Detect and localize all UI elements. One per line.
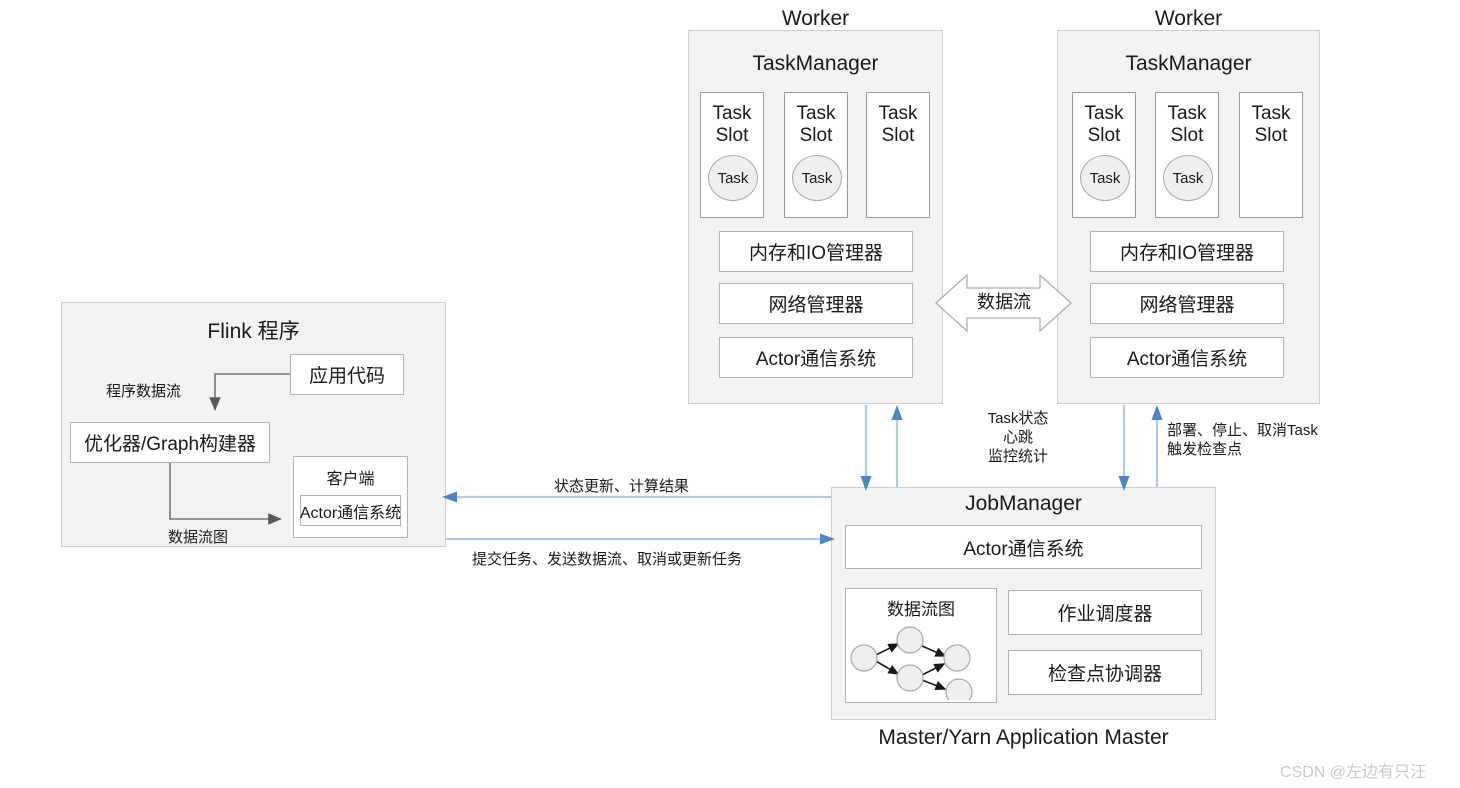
worker-1-task-slot-1[interactable]: Task Slot Task — [700, 92, 764, 218]
application-code-label: 应用代码 — [308, 366, 385, 387]
dataflow-between-workers-label: 数据流 — [977, 292, 1031, 312]
task-slot-label: Task Slot — [878, 103, 918, 146]
worker-1-task-2[interactable]: Task — [792, 155, 842, 201]
client-box[interactable]: 客户端 Actor通信系统 — [293, 456, 408, 538]
worker-1-actor-system[interactable]: Actor通信系统 — [719, 337, 913, 378]
worker-2-network-manager-label: 网络管理器 — [1139, 295, 1235, 316]
client-actor-system-box[interactable]: Actor通信系统 — [300, 495, 401, 526]
worker-1-task-slot-3[interactable]: Task Slot — [866, 92, 930, 218]
dataflow-graph-edge-label: 数据流图 — [168, 529, 229, 546]
status-update-label: 状态更新、计算结果 — [554, 478, 690, 495]
worker-2-actor-system[interactable]: Actor通信系统 — [1090, 337, 1284, 378]
task-slot-label: Task Slot — [1167, 103, 1207, 146]
application-code-box[interactable]: 应用代码 — [290, 354, 404, 395]
dataflow-graph-illustration — [850, 626, 973, 700]
worker-2-task-slot-1[interactable]: Task Slot Task — [1072, 92, 1136, 218]
worker-2-task-slot-3[interactable]: Task Slot — [1239, 92, 1303, 218]
worker-1-memory-io-manager-label: 内存和IO管理器 — [748, 243, 884, 264]
task-status-label: Task状态 心跳 监控统计 — [987, 410, 1049, 465]
deploy-task-label: 部署、停止、取消Task 触发检查点 — [1167, 422, 1318, 458]
jobmanager-footer-caption: Master/Yarn Application Master — [878, 726, 1169, 749]
checkpoint-coordinator-box[interactable]: 检查点协调器 — [1008, 650, 1202, 695]
jobmanager-actor-system-box[interactable]: Actor通信系统 — [845, 525, 1202, 569]
worker-1-memory-io-manager[interactable]: 内存和IO管理器 — [719, 231, 913, 272]
flink-program-title: Flink 程序 — [207, 320, 300, 343]
task-slot-label: Task Slot — [1084, 103, 1124, 146]
checkpoint-coordinator-label: 检查点协调器 — [1047, 664, 1162, 685]
worker-1-network-manager-label: 网络管理器 — [768, 295, 864, 316]
job-scheduler-label: 作业调度器 — [1057, 604, 1153, 625]
worker-2-actor-system-label: Actor通信系统 — [1126, 349, 1248, 370]
worker-2-task-2[interactable]: Task — [1163, 155, 1213, 201]
worker-2-memory-io-manager-label: 内存和IO管理器 — [1119, 243, 1255, 264]
optimizer-graph-builder-box[interactable]: 优化器/Graph构建器 — [70, 422, 270, 463]
jobmanager-dataflow-graph-box[interactable]: 数据流图 — [845, 588, 997, 703]
edge-jobmanager-to-worker1-up — [891, 405, 903, 487]
task-slot-label: Task Slot — [1251, 103, 1291, 146]
program-dataflow-label: 程序数据流 — [106, 383, 182, 400]
task-slot-label: Task Slot — [712, 103, 752, 146]
worker-2-task-slot-2[interactable]: Task Slot Task — [1155, 92, 1219, 218]
worker-2-task-1[interactable]: Task — [1080, 155, 1130, 201]
jobmanager-dataflow-graph-title: 数据流图 — [887, 600, 955, 619]
worker-2-network-manager[interactable]: 网络管理器 — [1090, 283, 1284, 324]
worker-2-taskmanager-title: TaskManager — [1125, 52, 1252, 75]
optimizer-graph-builder-label: 优化器/Graph构建器 — [83, 434, 257, 455]
worker-1-caption: Worker — [781, 7, 850, 30]
client-actor-system-label: Actor通信系统 — [299, 504, 402, 522]
client-title: 客户端 — [326, 471, 375, 488]
worker-2-memory-io-manager[interactable]: 内存和IO管理器 — [1090, 231, 1284, 272]
submit-job-label: 提交任务、发送数据流、取消或更新任务 — [472, 551, 743, 568]
job-scheduler-box[interactable]: 作业调度器 — [1008, 590, 1202, 635]
edge-jobmanager-to-worker2-up — [1151, 405, 1163, 487]
jobmanager-title: JobManager — [965, 492, 1082, 515]
edge-submit-job — [446, 533, 835, 545]
worker-2-caption: Worker — [1154, 7, 1223, 30]
csdn-watermark: CSDN @左边有只汪 — [1280, 764, 1427, 781]
task-slot-label: Task Slot — [796, 103, 836, 146]
worker-1-actor-system-label: Actor通信系统 — [755, 349, 877, 370]
worker-1-task-slot-2[interactable]: Task Slot Task — [784, 92, 848, 218]
jobmanager-actor-system-label: Actor通信系统 — [963, 538, 1084, 560]
worker-1-taskmanager-title: TaskManager — [752, 52, 879, 75]
edge-worker1-status-down — [860, 405, 872, 491]
edge-worker2-status-down — [1118, 405, 1130, 491]
worker-1-network-manager[interactable]: 网络管理器 — [719, 283, 913, 324]
worker-1-task-1[interactable]: Task — [708, 155, 758, 201]
